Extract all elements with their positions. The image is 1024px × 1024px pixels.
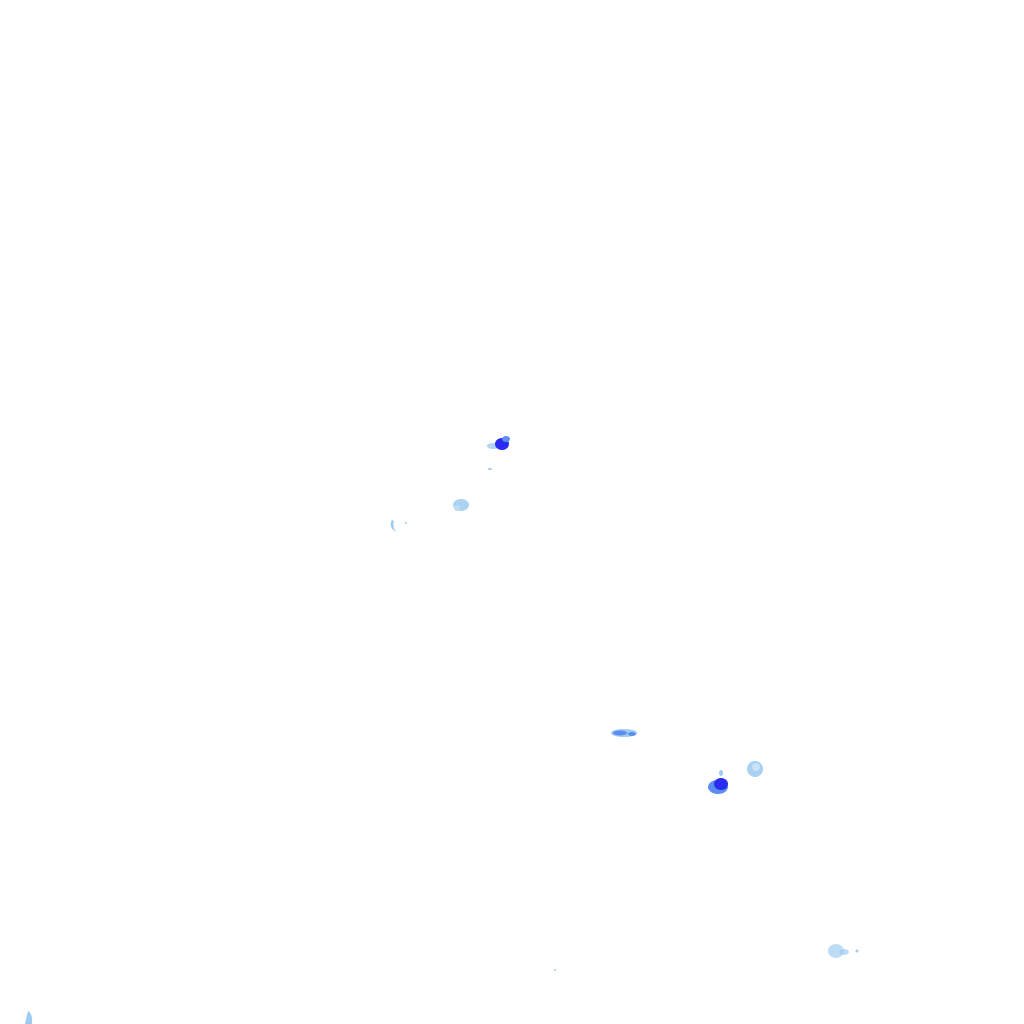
cell-light-center-edge <box>454 505 460 511</box>
cell-heavy-south-top <box>719 770 723 776</box>
cell-light-south <box>747 761 763 777</box>
cell-heavy-north-edge <box>502 436 510 442</box>
cell-light-southeast-body <box>828 944 844 958</box>
cell-heavy-north-speck <box>488 468 492 470</box>
cell-heavy-south-core <box>714 778 728 790</box>
cell-light-southeast-dot <box>554 969 556 971</box>
cell-light-corner-body <box>25 1011 33 1024</box>
cell-heavy-south <box>708 770 728 794</box>
cell-light-west <box>390 520 407 532</box>
cell-light-corner <box>25 1011 33 1024</box>
cell-light-west-speck <box>405 522 407 524</box>
cell-heavy-north <box>487 436 510 470</box>
cell-light-southeast-lobe <box>839 949 849 955</box>
cell-medium-band-core <box>613 730 627 736</box>
cell-medium-band-tail <box>628 732 636 736</box>
cell-light-center <box>453 499 469 511</box>
cell-light-southeast <box>554 944 859 971</box>
cell-light-south-center <box>752 763 760 771</box>
cell-light-west-body <box>390 520 396 532</box>
cell-light-southeast-speck <box>855 949 859 953</box>
cell-medium-band <box>611 729 637 737</box>
